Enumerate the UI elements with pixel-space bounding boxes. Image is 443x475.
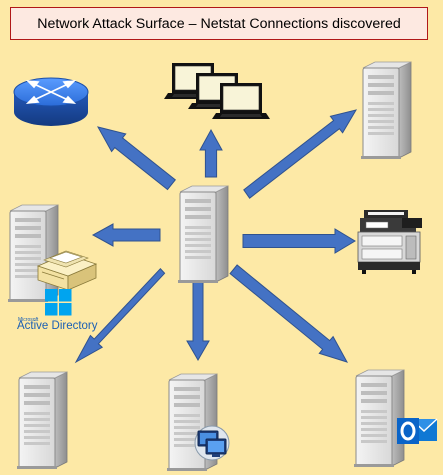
server-icon <box>16 371 68 470</box>
database-icon <box>36 250 98 291</box>
server-icon <box>353 369 405 468</box>
arrow-to-printer <box>242 228 356 254</box>
outlook-icon <box>397 418 438 444</box>
windows-logo-icon <box>45 289 72 316</box>
laptops-icon <box>163 62 271 120</box>
printer-icon <box>357 210 422 274</box>
arrow-to-rdp-server <box>186 275 210 361</box>
server-icon <box>7 204 59 303</box>
remote-desktop-icon <box>194 425 230 461</box>
arrow-to-laptops <box>199 128 223 178</box>
server-icon <box>360 61 412 160</box>
router-icon <box>13 77 89 126</box>
arrows <box>74 109 358 364</box>
microsoft-vendor-label: Microsoft <box>18 317 39 323</box>
server-icon <box>177 185 229 284</box>
arrow-to-router <box>97 126 177 191</box>
page-title: Network Attack Surface – Netstat Connect… <box>10 7 428 40</box>
arrow-to-outlook-server <box>229 264 349 363</box>
arrow-to-ad-server <box>91 223 161 247</box>
arrow-to-server-bottom-left <box>74 267 166 364</box>
active-directory-label: Active Directory <box>17 320 98 332</box>
arrow-to-server-top-right <box>243 109 358 199</box>
